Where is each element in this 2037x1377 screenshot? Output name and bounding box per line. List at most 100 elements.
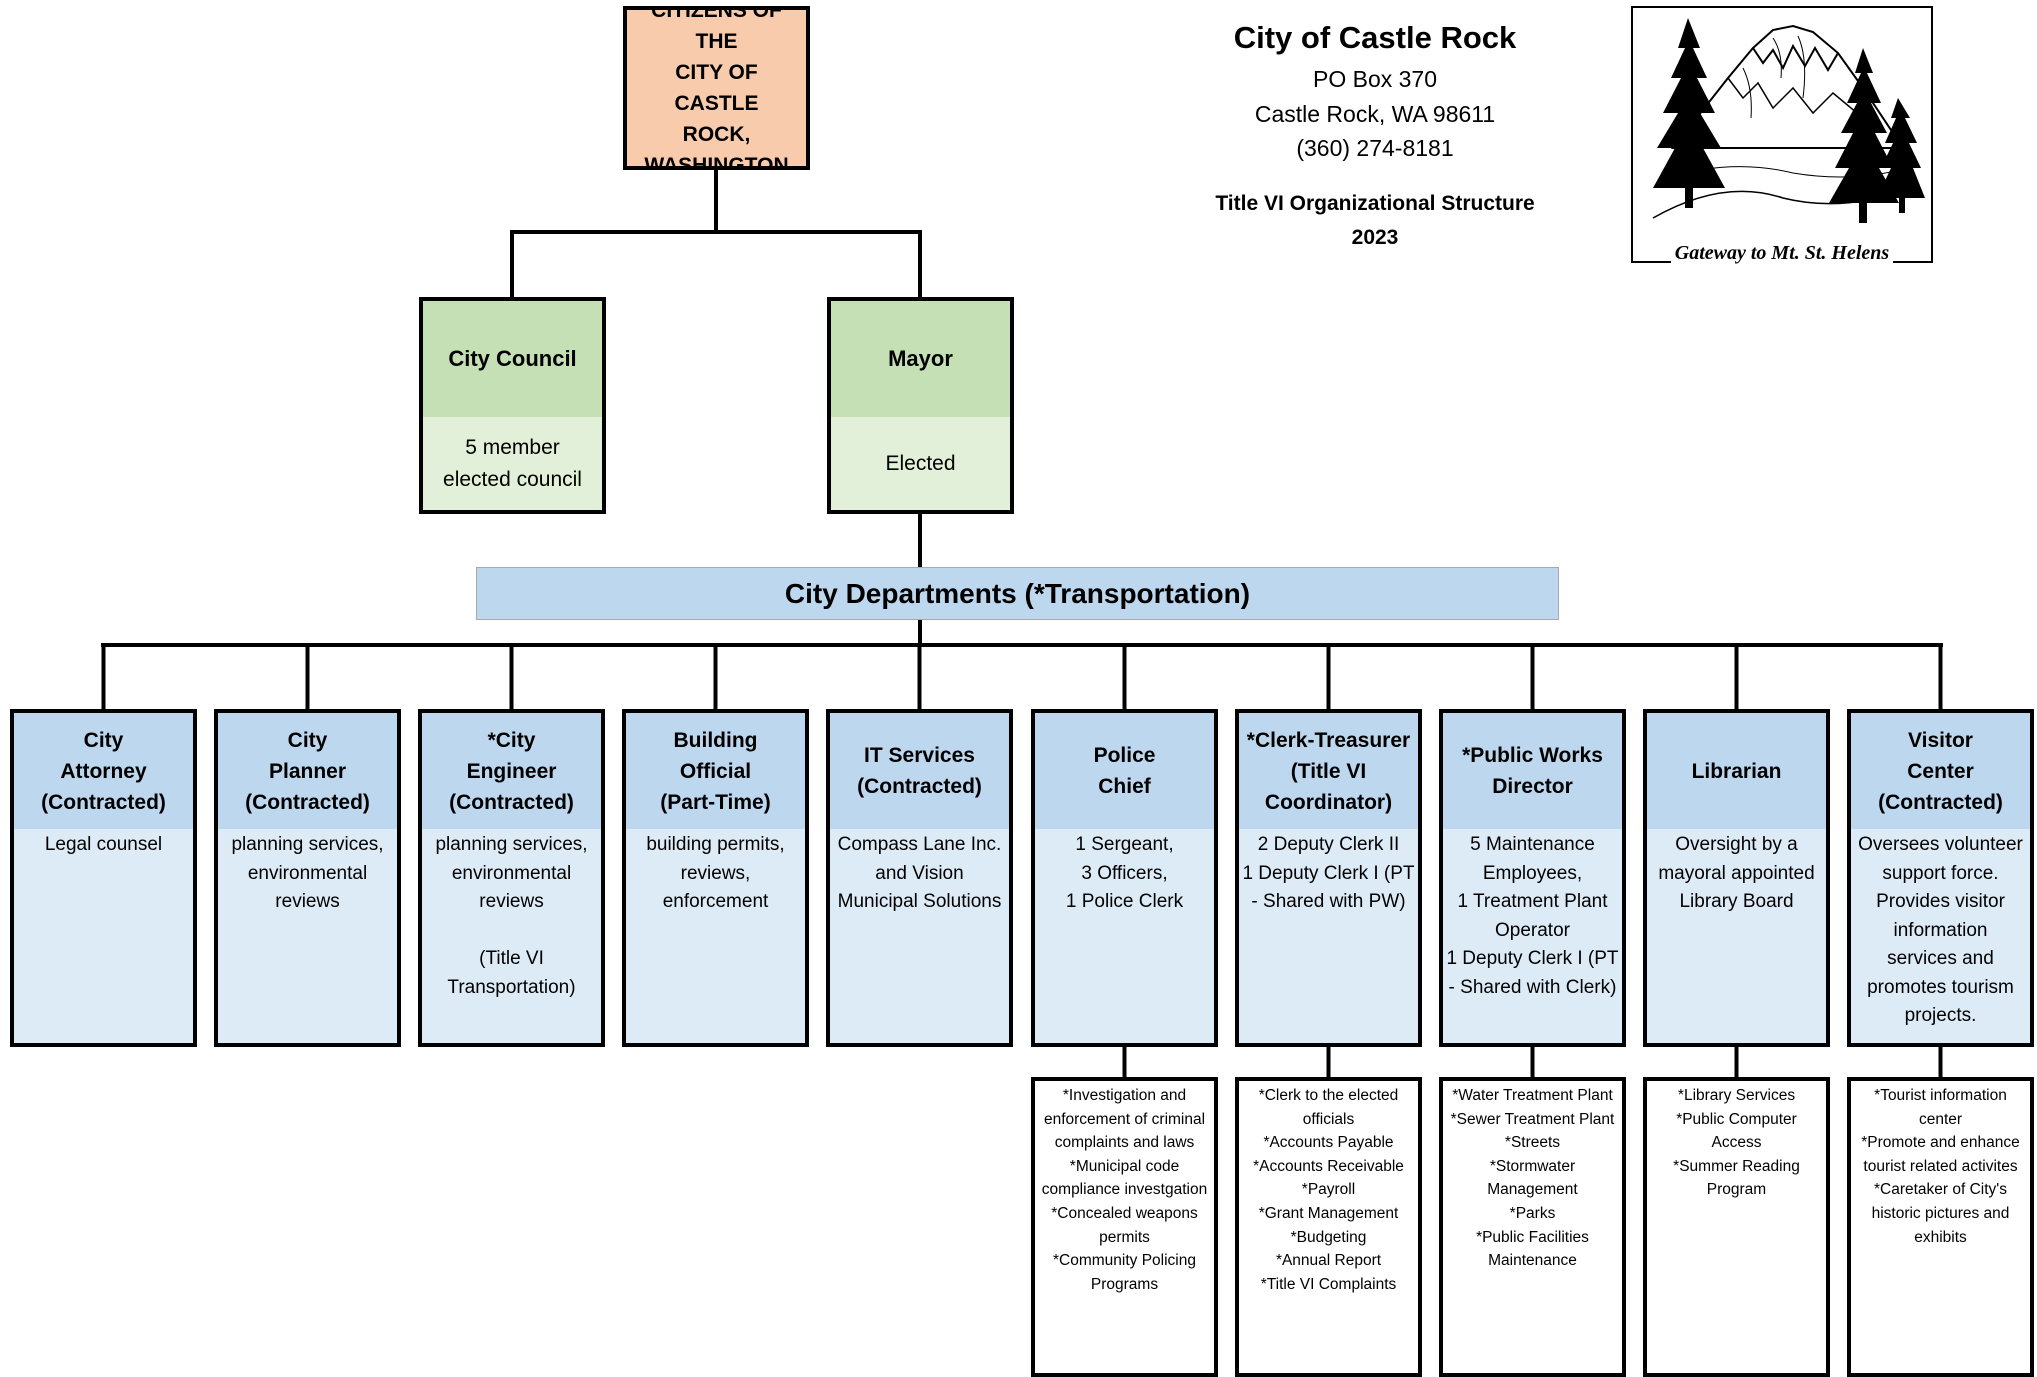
department-description-line: Legal counsel [44, 834, 163, 855]
department-description-line: Employees, [1482, 862, 1583, 884]
logo-caption-text: Gateway to Mt. St. Helens [1670, 242, 1894, 264]
department-description-line: environmental [451, 862, 572, 884]
department-title-line: Attorney [60, 759, 147, 783]
department-title-line: (Part-Time) [660, 790, 771, 814]
department-function-item: officials [1302, 1110, 1355, 1128]
city-council-desc-line: elected council [443, 467, 582, 491]
department-description-line: Municipal Solutions [837, 891, 1002, 912]
department-functions-box: *Tourist information center *Promote and e… [1847, 1077, 2034, 1377]
department-title-line: Planner [268, 759, 347, 783]
department-function-item: *Concealed weapons [1051, 1204, 1198, 1222]
department-function-item: enforcement of criminal [1043, 1110, 1206, 1128]
department-description-line: building permits, [646, 834, 785, 855]
department-box: IT Services(Contracted)Compass Lane Inc.… [826, 709, 1013, 1047]
department-description-line: reviews [275, 891, 340, 912]
department-description-line: Compass Lane Inc. [837, 834, 1002, 855]
department-description-line: 3 Officers, [1081, 862, 1168, 884]
department-description-line: Operator [1495, 919, 1570, 941]
citizens-label-line: CITIZENS OF THE [651, 6, 782, 53]
city-departments-banner: City Departments (*Transportation) [476, 567, 1559, 620]
department-function-item: *Accounts Receivable [1253, 1157, 1404, 1175]
department-function-item: center [1918, 1110, 1963, 1128]
department-description-line: projects. [1904, 1005, 1977, 1026]
department-description-line: Provides visitor [1876, 891, 2005, 912]
city-council-title: City Council [423, 301, 602, 417]
department-function-item: *Public Facilities [1476, 1228, 1589, 1246]
department-function-item: *Sewer Treatment Plant [1450, 1110, 1615, 1128]
department-description-line [423, 917, 600, 946]
department-function-item: Management [1487, 1181, 1578, 1199]
mayor-description: Elected [831, 417, 1010, 510]
department-function-item: *Clerk to the elected [1258, 1087, 1399, 1104]
department-title-line: (Contracted) [449, 790, 574, 814]
department-function-item: *Promote and enhance [1861, 1134, 2020, 1152]
department-function-item: exhibits [1914, 1228, 1967, 1246]
department-title-line: (Contracted) [1878, 790, 2003, 814]
department-title-line: IT Services [864, 744, 975, 767]
department-function-item: *Library Services [1677, 1087, 1796, 1104]
department-description-line: mayoral appointed [1658, 862, 1815, 884]
address-line: PO Box 370 [1312, 66, 1438, 92]
department-function-item: *Parks [1509, 1204, 1556, 1222]
department-function-item: *Accounts Payable [1263, 1134, 1394, 1152]
page-header: City of Castle Rock PO Box 370 Castle Ro… [1155, 14, 1595, 255]
department-description-line: Library Board [1679, 891, 1794, 912]
department-description-line: enforcement [662, 891, 769, 912]
department-description-line: reviews, [680, 862, 751, 884]
department-description-line: 1 Deputy Clerk I (PT [1242, 862, 1415, 884]
department-function-item: *Payroll [1301, 1181, 1356, 1199]
department-function-item: historic pictures and [1871, 1204, 2010, 1222]
logo-caption: Gateway to Mt. St. Helens [1633, 242, 1931, 265]
department-description-line: planning services, [435, 834, 588, 855]
department-title-line: Coordinator) [1264, 790, 1393, 814]
phone-line: (360) 274-8181 [1296, 135, 1454, 161]
department-function-item: *Summer Reading [1673, 1157, 1800, 1175]
department-description-line: 2 Deputy Clerk II [1257, 834, 1400, 855]
department-description-line: Oversees volunteer [1858, 834, 2023, 855]
department-description-line: 5 Maintenance [1470, 834, 1595, 855]
mayor-desc-line: Elected [885, 451, 956, 475]
department-title-line: City [83, 728, 124, 752]
department-title-line: Librarian [1691, 759, 1782, 783]
department-function-item: *Annual Report [1275, 1252, 1382, 1270]
citizens-label-line: ROCK, [682, 123, 751, 146]
department-title-line: City [287, 728, 328, 752]
department-function-item: *Tourist information [1874, 1087, 2007, 1104]
city-council-desc-line: 5 member [465, 435, 560, 459]
department-title-line: (Contracted) [41, 790, 166, 814]
department-description-line: 1 Treatment Plant [1457, 891, 1608, 912]
department-function-item: Program [1706, 1181, 1767, 1199]
department-function-item: *Budgeting [1290, 1228, 1367, 1246]
department-title-line: Director [1492, 775, 1573, 798]
department-function-item: *Water Treatment Plant [1452, 1087, 1613, 1104]
department-function-item: tourist related activites [1863, 1157, 2018, 1175]
citizens-label-line: CITY OF CASTLE [674, 61, 759, 115]
department-title-line: Engineer [466, 759, 557, 783]
department-function-item: *Title VI Complaints [1260, 1275, 1397, 1293]
department-description-line: (Title VI [479, 948, 544, 969]
department-function-item: Programs [1090, 1275, 1159, 1293]
department-function-item: *Community Policing [1053, 1252, 1196, 1270]
